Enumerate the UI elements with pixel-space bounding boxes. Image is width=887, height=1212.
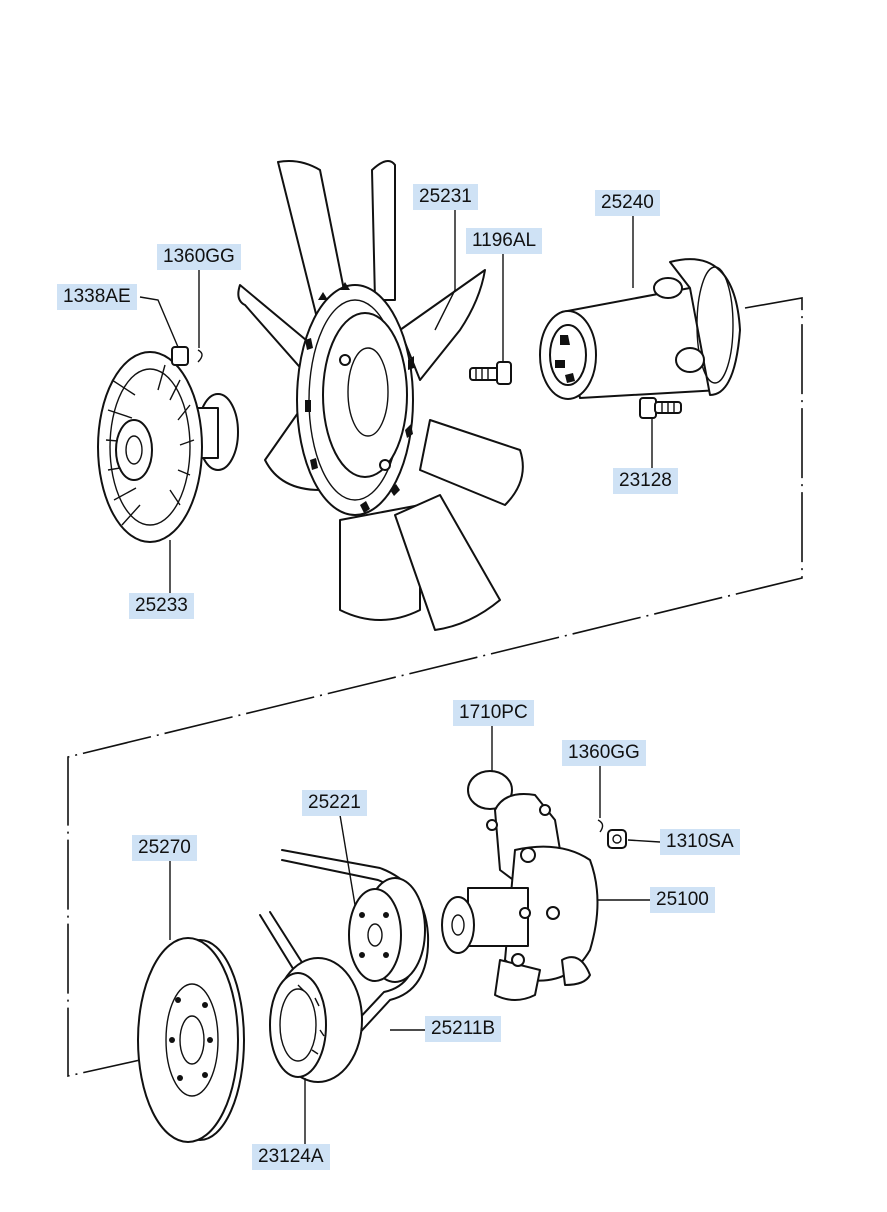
part-label-1360gg-top: 1360GG bbox=[157, 244, 241, 270]
part-label-1710pc: 1710PC bbox=[453, 700, 534, 726]
part-label-23128: 23128 bbox=[613, 468, 678, 494]
part-label-25240: 25240 bbox=[595, 190, 660, 216]
part-label-1196al: 1196AL bbox=[466, 228, 543, 254]
part-label-25270: 25270 bbox=[132, 835, 197, 861]
part-label-23124a: 23124A bbox=[252, 1144, 330, 1170]
fan-spacer-part bbox=[539, 258, 741, 400]
crank-pulley-part bbox=[269, 957, 363, 1083]
assembly-frame bbox=[67, 297, 803, 1077]
o-ring-part bbox=[467, 770, 513, 810]
fan-clutch-part bbox=[97, 346, 239, 543]
bolt-1196al-part bbox=[469, 361, 512, 385]
part-label-25211b: 25211B bbox=[425, 1016, 502, 1042]
part-label-1310sa: 1310SA bbox=[660, 829, 740, 855]
fan-part bbox=[237, 160, 524, 631]
part-label-1338ae: 1338AE bbox=[57, 284, 137, 310]
pulley-25221-part bbox=[348, 877, 426, 983]
part-label-25233: 25233 bbox=[129, 593, 194, 619]
damper-pulley-part bbox=[137, 937, 245, 1143]
leader-lines bbox=[139, 210, 661, 1144]
water-pump-part bbox=[441, 793, 599, 1001]
part-label-25231: 25231 bbox=[413, 184, 478, 210]
nut-washer-part bbox=[597, 819, 627, 849]
part-label-25100: 25100 bbox=[650, 887, 715, 913]
part-label-1360gg-bottom: 1360GG bbox=[562, 740, 646, 766]
bolt-23128-part bbox=[639, 397, 682, 419]
part-label-25221: 25221 bbox=[302, 790, 367, 816]
